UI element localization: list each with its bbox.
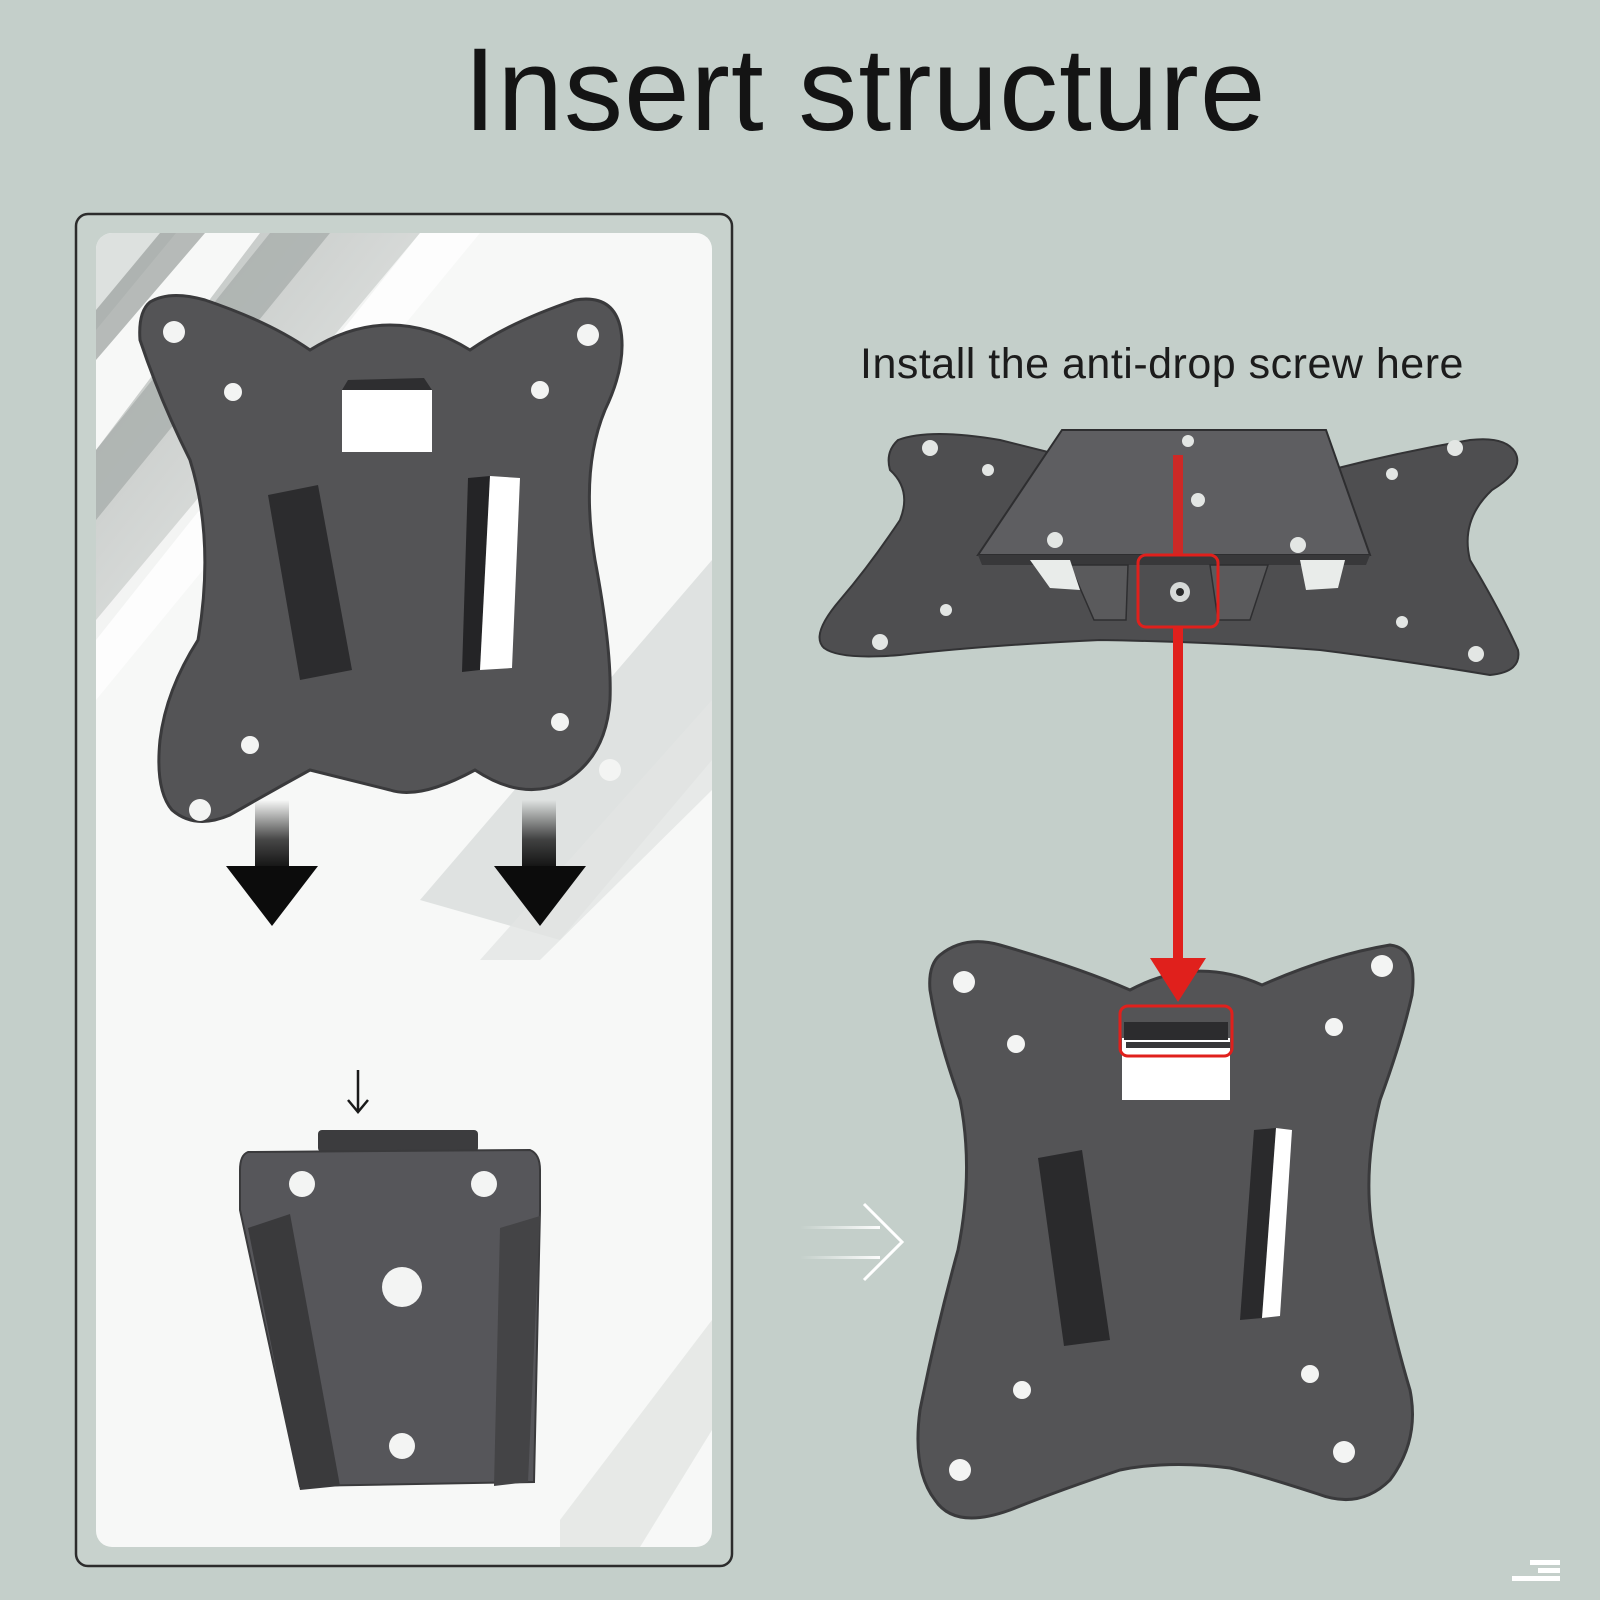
thin-down-arrow-icon — [347, 1070, 369, 1114]
vesa-plate-front — [138, 294, 624, 823]
page-title: Insert structure — [463, 24, 1267, 156]
thick-down-arrow-icon — [226, 800, 318, 926]
mounting-bracket — [239, 1130, 541, 1490]
anti-drop-screw-caption: Install the anti-drop screw here — [860, 340, 1464, 388]
vesa-plate-assembled — [916, 940, 1415, 1520]
motion-right-arrow-icon — [800, 1202, 905, 1282]
slot-highlight-box — [1118, 1004, 1234, 1058]
vesa-plate-perspective — [818, 429, 1520, 677]
thick-down-arrow-icon — [494, 800, 586, 926]
corner-logo-icon — [1512, 1560, 1560, 1581]
red-down-arrow-icon — [1150, 455, 1206, 1002]
